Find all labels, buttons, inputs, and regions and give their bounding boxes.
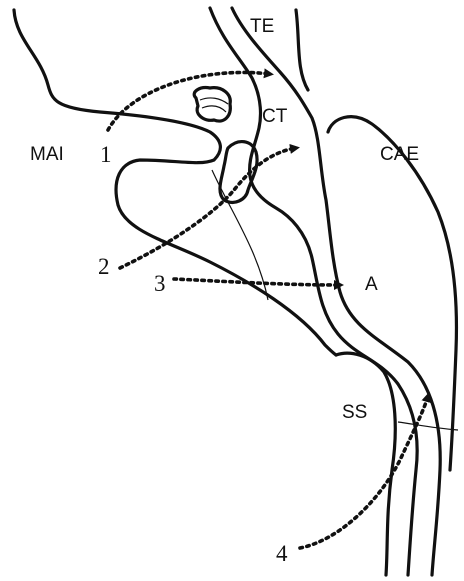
- ossicle-detail: [200, 98, 228, 112]
- ossicle-cluster: [194, 88, 230, 121]
- lower-bone-edge: [336, 353, 395, 575]
- label-ct: CT: [262, 106, 288, 127]
- label-cae: CAE: [380, 144, 419, 165]
- label-ss: SS: [342, 402, 367, 423]
- approach-number-4: 4: [276, 541, 288, 566]
- approach-path-1: [108, 72, 270, 130]
- fissure-line-2: [398, 422, 458, 430]
- canal-inner-wall: [210, 8, 417, 575]
- approach-number-2: 2: [98, 254, 110, 279]
- approach-path-2: [120, 148, 296, 268]
- upper-outer-contour: [296, 10, 308, 90]
- label-mai: MAI: [30, 144, 64, 165]
- approach-number-1: 1: [100, 142, 112, 167]
- label-a: A: [365, 274, 378, 295]
- approach-number-3: 3: [154, 271, 166, 296]
- label-te: TE: [250, 16, 274, 37]
- skull-base-outline: [14, 10, 336, 355]
